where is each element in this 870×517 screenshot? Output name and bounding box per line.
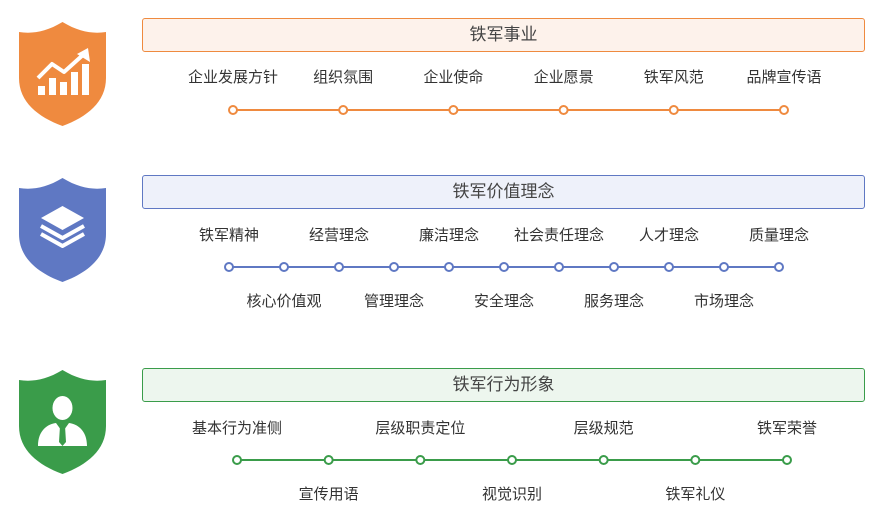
timeline-label: 廉洁理念 [418, 226, 480, 244]
timeline-node [558, 105, 569, 115]
timeline-label: 铁军精神 [198, 226, 260, 244]
timeline-label: 企业发展方针 [187, 68, 279, 86]
timeline-node [598, 455, 609, 465]
section-header-values: 铁军价值理念 [142, 175, 865, 209]
timeline-label: 组织氛围 [313, 68, 374, 86]
timeline-node [279, 262, 289, 272]
timeline-label: 社会责任理念 [513, 226, 605, 244]
timeline-node [232, 455, 242, 465]
timeline-label: 管理理念 [363, 292, 425, 310]
section-header-behavior: 铁军行为形象 [142, 368, 865, 402]
timeline-label: 视觉识别 [481, 485, 543, 503]
timeline-node [334, 262, 344, 272]
timeline-label: 品牌宣传语 [746, 68, 822, 86]
timeline-node [224, 262, 234, 272]
section-header-career: 铁军事业 [142, 18, 865, 52]
timeline-node [338, 105, 349, 115]
timeline-label: 铁军风范 [643, 68, 704, 86]
timeline-label: 市场理念 [693, 292, 755, 310]
timeline-label: 铁军荣誉 [756, 419, 818, 437]
shield-growth-chart-icon [16, 20, 109, 128]
timeline-node [719, 262, 729, 272]
timeline-node [690, 455, 701, 465]
timeline-node [664, 262, 674, 272]
timeline-label: 质量理念 [748, 226, 810, 244]
timeline-node [444, 262, 454, 272]
timeline-node [779, 105, 789, 115]
timeline-label: 层级职责定位 [375, 419, 466, 437]
timeline-label: 层级规范 [573, 419, 634, 437]
timeline-node [228, 105, 238, 115]
timeline-label: 服务理念 [583, 292, 645, 310]
timeline-node [389, 262, 399, 272]
timeline-label: 基本行为准侧 [191, 419, 283, 437]
timeline-label: 人才理念 [638, 226, 700, 244]
timeline-label: 宣传用语 [298, 485, 359, 503]
timeline-node [774, 262, 784, 272]
timeline-node [323, 455, 334, 465]
timeline-node [782, 455, 792, 465]
timeline-label: 安全理念 [473, 292, 535, 310]
timeline-node [609, 262, 619, 272]
timeline-node [507, 455, 517, 465]
timeline-node [499, 262, 509, 272]
timeline-node [415, 455, 426, 465]
timeline-label: 经营理念 [308, 226, 370, 244]
timeline-node [668, 105, 679, 115]
timeline-label: 企业愿景 [533, 68, 594, 86]
shield-person-icon [16, 368, 109, 476]
timeline-label: 铁军礼仪 [665, 485, 726, 503]
timeline-node [554, 262, 564, 272]
timeline-label: 企业使命 [423, 68, 484, 86]
timeline-node [448, 105, 459, 115]
timeline-label: 核心价值观 [246, 292, 322, 310]
shield-layers-icon [16, 176, 109, 284]
